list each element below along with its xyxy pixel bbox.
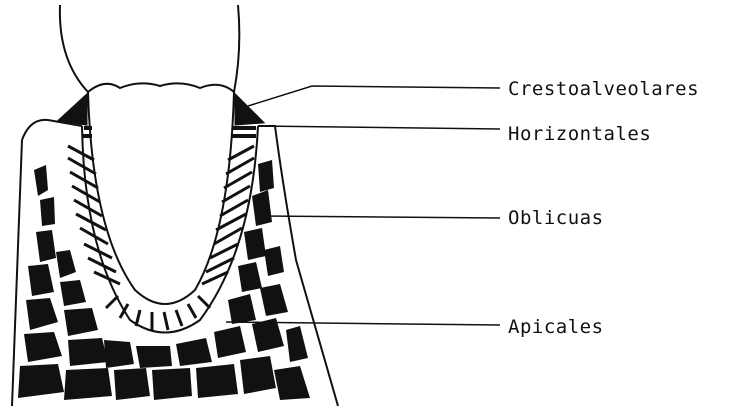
tooth-root-outline [88, 92, 234, 304]
label-apicales: Apicales [508, 316, 604, 338]
horizontal-fibers [82, 128, 256, 136]
trabecular-bone [18, 160, 310, 400]
leader-crestoalveolares [248, 86, 500, 106]
label-crestoalveolares: Crestoalveolares [508, 78, 699, 100]
label-oblicuas: Oblicuas [508, 207, 604, 229]
crestoalveolar-fibers [60, 96, 262, 124]
apical-fibers [106, 296, 210, 330]
cemento-enamel-junction [88, 83, 234, 92]
label-horizontales: Horizontales [508, 123, 651, 145]
tooth-crown-outline [60, 5, 239, 92]
leader-oblicuas [262, 216, 500, 218]
leader-horizontales [258, 126, 500, 129]
